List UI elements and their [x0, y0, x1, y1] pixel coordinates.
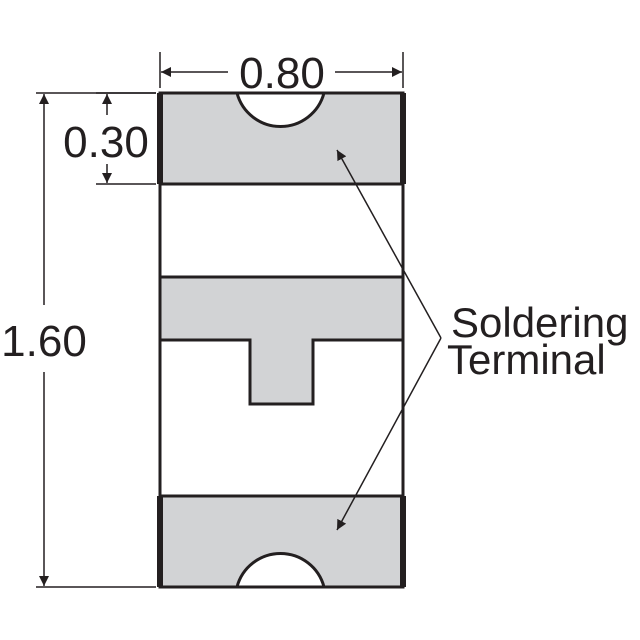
callout-label-line1: Soldering: [451, 299, 628, 346]
terminal-height-dimension-label: 0.30: [63, 118, 149, 167]
middle-pad: [158, 275, 405, 406]
top-terminal: [158, 91, 405, 186]
callout-leader-top: [336, 149, 442, 339]
callout-leader-bottom: [336, 337, 442, 531]
width-dimension-label: 0.80: [239, 49, 325, 98]
callout-label-line2: Terminal: [447, 336, 606, 383]
total-height-dimension-label: 1.60: [1, 317, 87, 366]
